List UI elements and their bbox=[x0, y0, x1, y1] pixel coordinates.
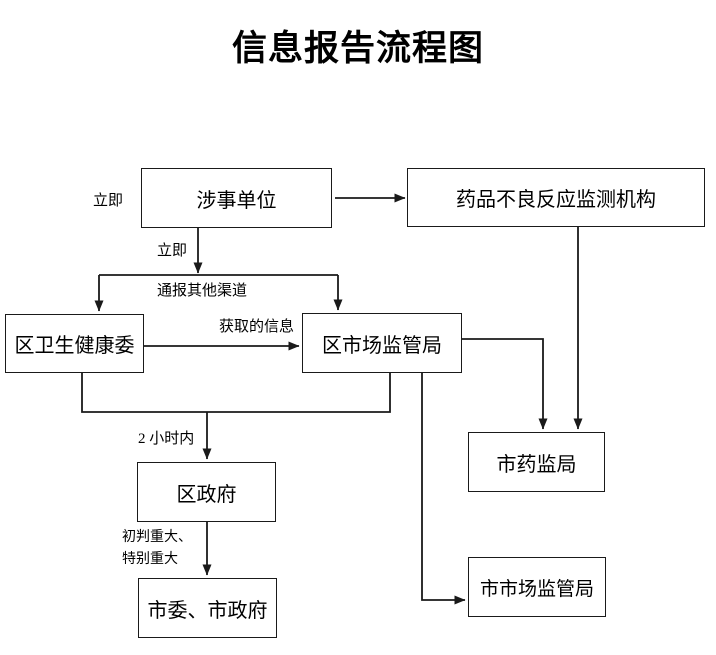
label-notify-other-channels: 通报其他渠道 bbox=[157, 283, 248, 299]
node-district-market: 区市场监管局 bbox=[302, 313, 462, 373]
node-city-committee-gov: 市委、市政府 bbox=[138, 578, 277, 638]
node-city-market: 市市场监管局 bbox=[468, 557, 606, 617]
label-within-2-hours: 2 小时内 bbox=[138, 431, 195, 447]
node-adr-monitoring: 药品不良反应监测机构 bbox=[407, 168, 705, 227]
edge-collector-line bbox=[81, 373, 391, 413]
label-obtained-info: 获取的信息 bbox=[219, 319, 295, 335]
label-immediate-left: 立即 bbox=[93, 193, 124, 209]
edge-market-to-citymarket-arrow bbox=[421, 373, 466, 605]
label-initial-major-line1: 初判重大、 bbox=[122, 530, 192, 545]
node-district-gov: 区政府 bbox=[137, 462, 276, 522]
node-city-drug-admin: 市药监局 bbox=[468, 432, 605, 492]
node-involved-unit: 涉事单位 bbox=[141, 168, 332, 228]
node-district-health: 区卫生健康委 bbox=[5, 314, 144, 373]
label-initial-major: 初判重大、 特别重大 bbox=[122, 527, 192, 570]
label-initial-major-line2: 特别重大 bbox=[122, 551, 178, 567]
label-immediate-down: 立即 bbox=[157, 243, 188, 259]
page-title: 信息报告流程图 bbox=[231, 29, 484, 68]
edge-market-to-drugadmin-arrow bbox=[462, 338, 548, 430]
